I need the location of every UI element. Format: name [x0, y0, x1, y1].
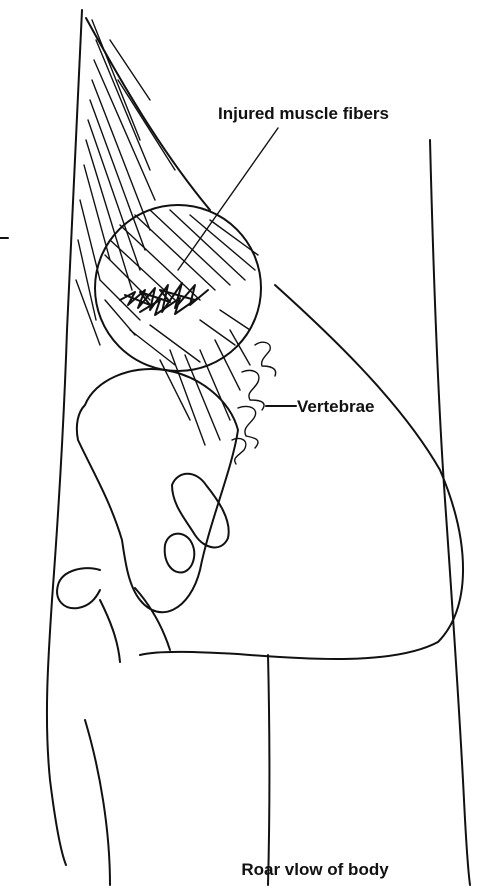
injury-scribble	[120, 283, 208, 315]
magnifier-circle-icon	[95, 205, 261, 371]
pelvis	[57, 369, 238, 662]
vertebrae-illustration	[232, 342, 276, 464]
injury-leader-line	[178, 128, 278, 270]
femur-shaft	[100, 588, 170, 662]
vertebra-3	[238, 406, 258, 448]
iliac-crest	[77, 369, 238, 612]
right-side-outline	[430, 140, 470, 885]
inner-thigh-line	[268, 655, 270, 885]
buttock-curve	[140, 285, 463, 659]
body-outline	[47, 10, 470, 885]
muscle-fibers-icon	[76, 20, 250, 445]
obturator-opening-lower	[165, 534, 195, 573]
buttock	[140, 285, 463, 659]
vertebrae-label: Vertebrae	[297, 397, 375, 416]
injured-muscle-fibers-label: Injured muscle fibers	[218, 104, 389, 123]
femoral-head	[57, 568, 100, 608]
figure-caption: Roar vlow of body	[241, 860, 389, 879]
obturator-opening-upper	[172, 474, 229, 548]
vertebra-1	[255, 342, 276, 376]
vertebra-2	[242, 370, 264, 410]
left-leg-line	[85, 720, 110, 885]
